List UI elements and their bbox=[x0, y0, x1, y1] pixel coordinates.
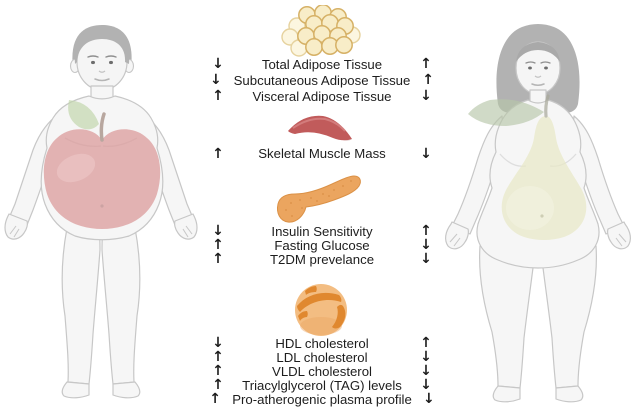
right-trend-arrow: ↓ bbox=[420, 88, 432, 104]
metric-row: ↓ Total Adipose Tissue ↑ bbox=[198, 56, 446, 72]
left-trend-arrow: ↓ bbox=[209, 72, 222, 88]
male-left-foot bbox=[61, 381, 90, 399]
metric-label: VLDL cholesterol bbox=[272, 363, 372, 379]
metric-row: ↑ Triacylglycerol (TAG) levels ↓ bbox=[198, 377, 446, 393]
metric-label: LDL cholesterol bbox=[276, 349, 368, 365]
right-trend-arrow: ↑ bbox=[420, 335, 432, 351]
female-left-hand bbox=[445, 221, 469, 250]
metric-row: ↑ Fasting Glucose ↓ bbox=[198, 237, 446, 253]
pear-stem bbox=[544, 94, 550, 118]
male-right-foot bbox=[112, 381, 141, 399]
female-left-foot bbox=[492, 385, 521, 403]
apple-shaped-figure bbox=[4, 25, 198, 399]
pear-leaf-icon bbox=[468, 99, 544, 126]
adipose-tissue-icon bbox=[281, 5, 361, 57]
lipoprotein-metrics: ↓ HDL cholesterol ↑ ↑ LDL cholesterol ↓ … bbox=[198, 335, 446, 407]
left-trend-arrow: ↑ bbox=[212, 349, 224, 365]
female-head bbox=[515, 41, 561, 95]
right-trend-arrow: ↓ bbox=[420, 349, 432, 365]
male-head bbox=[74, 29, 130, 91]
female-right-hand bbox=[607, 221, 631, 250]
metric-row: ↑ T2DM prevelance ↓ bbox=[198, 251, 446, 267]
right-trend-arrow: ↑ bbox=[420, 56, 432, 72]
pancreas-icon bbox=[277, 175, 361, 223]
metric-label: Pro-atherogenic plasma profile bbox=[232, 391, 412, 407]
male-right-leg bbox=[101, 227, 141, 385]
left-trend-arrow: ↓ bbox=[212, 56, 224, 72]
left-trend-arrow: ↓ bbox=[212, 335, 224, 351]
metric-row: ↓ Subcutaneous Adipose Tissue ↑ bbox=[198, 72, 446, 88]
pear-shaped-figure bbox=[445, 24, 631, 403]
metric-label: Visceral Adipose Tissue bbox=[252, 88, 392, 104]
metric-label: HDL cholesterol bbox=[275, 335, 369, 351]
left-trend-arrow: ↑ bbox=[209, 391, 221, 407]
right-trend-arrow: ↑ bbox=[420, 223, 432, 239]
left-trend-arrow: ↑ bbox=[212, 145, 224, 162]
female-face-features bbox=[525, 61, 551, 64]
lipoprotein-icon bbox=[295, 284, 347, 336]
metric-label: T2DM prevelance bbox=[269, 251, 375, 267]
right-trend-arrow: ↓ bbox=[423, 391, 435, 407]
metric-label: Subcutaneous Adipose Tissue bbox=[233, 72, 411, 88]
left-trend-arrow: ↑ bbox=[212, 363, 224, 379]
female-finger-lines bbox=[449, 233, 627, 247]
right-trend-arrow: ↓ bbox=[420, 145, 432, 162]
metric-row: ↑ VLDL cholesterol ↓ bbox=[198, 363, 446, 379]
metric-row: ↑ Visceral Adipose Tissue ↓ bbox=[198, 88, 446, 104]
muscle-metrics: ↑ Skeletal Muscle Mass ↓ bbox=[198, 145, 446, 162]
left-trend-arrow: ↑ bbox=[212, 237, 224, 253]
left-trend-arrow: ↑ bbox=[212, 88, 224, 104]
apple-leaf-icon bbox=[68, 100, 99, 130]
pear-overlay-icon bbox=[468, 94, 587, 240]
metric-row: ↓ Insulin Sensitivity ↑ bbox=[198, 223, 446, 239]
metric-row: ↑ Skeletal Muscle Mass ↓ bbox=[198, 145, 446, 162]
right-trend-arrow: ↓ bbox=[420, 251, 432, 267]
metric-label: Triacylglycerol (TAG) levels bbox=[242, 377, 402, 393]
metric-label: Skeletal Muscle Mass bbox=[258, 146, 386, 161]
left-trend-arrow: ↑ bbox=[212, 377, 224, 393]
right-trend-arrow: ↓ bbox=[420, 363, 432, 379]
left-trend-arrow: ↑ bbox=[212, 251, 224, 267]
metric-label: Fasting Glucose bbox=[274, 237, 370, 253]
pancreas-metrics: ↓ Insulin Sensitivity ↑ ↑ Fasting Glucos… bbox=[198, 223, 446, 267]
male-finger-lines bbox=[9, 225, 193, 238]
metric-row: ↑ LDL cholesterol ↓ bbox=[198, 349, 446, 365]
adipose-metrics: ↓ Total Adipose Tissue ↑ ↓ Subcutaneous … bbox=[198, 56, 446, 104]
left-trend-arrow: ↓ bbox=[212, 223, 224, 239]
metric-row: ↓ HDL cholesterol ↑ bbox=[198, 335, 446, 351]
male-left-leg bbox=[61, 227, 101, 385]
right-trend-arrow: ↑ bbox=[422, 72, 435, 88]
metric-row: ↑ Pro-atherogenic plasma profile ↓ bbox=[198, 391, 446, 407]
right-trend-arrow: ↓ bbox=[420, 237, 432, 253]
metric-label: Insulin Sensitivity bbox=[271, 223, 373, 239]
apple-stem bbox=[99, 112, 106, 142]
female-right-foot bbox=[555, 385, 584, 403]
male-face-features bbox=[87, 55, 117, 58]
right-trend-arrow: ↓ bbox=[420, 377, 432, 393]
skeletal-muscle-icon bbox=[288, 115, 352, 141]
metric-label: Total Adipose Tissue bbox=[261, 56, 383, 72]
apple-overlay-icon bbox=[43, 100, 161, 229]
